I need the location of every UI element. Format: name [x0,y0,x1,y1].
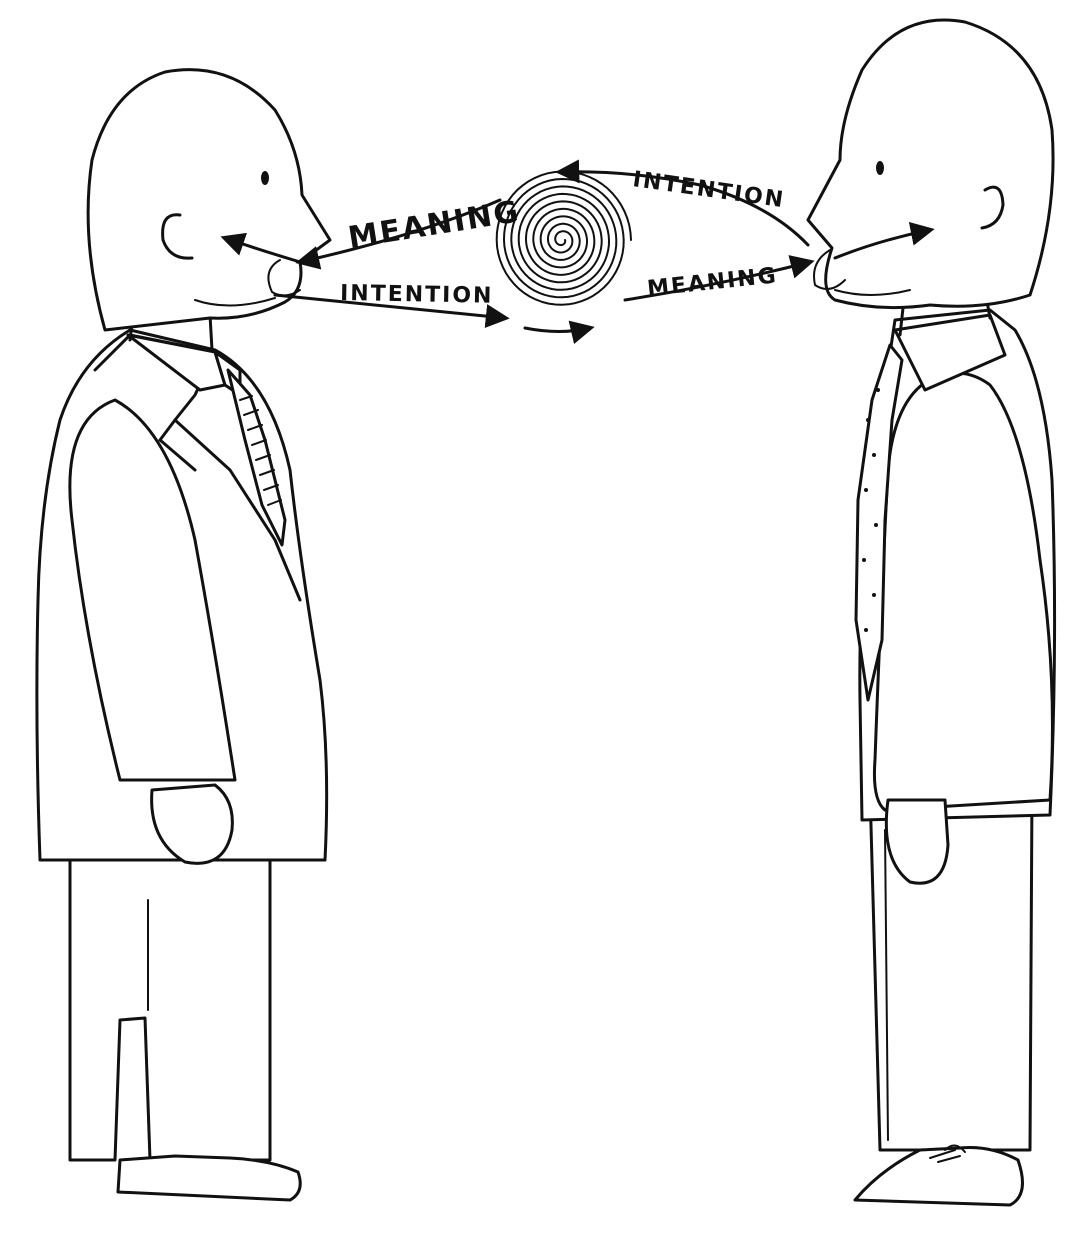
left-person [35,68,332,1202]
label-right-meaning: MEANING [646,263,779,302]
spiral-icon [495,170,632,306]
label-left-intention: INTENTION [340,281,494,309]
right-shoe [853,1144,1024,1207]
communication-arrows [220,159,935,345]
left-tie [226,368,287,547]
right-head [806,18,1055,310]
left-hand [150,783,234,865]
right-hand [884,798,950,885]
left-head [86,68,332,332]
right-collar [893,313,1007,392]
left-shoe [116,1154,302,1202]
right-tie [854,343,904,702]
left-arm [68,398,237,782]
right-person [806,18,1057,1207]
left-trousers [68,848,272,1162]
label-right-intention: INTENTION [631,167,786,213]
